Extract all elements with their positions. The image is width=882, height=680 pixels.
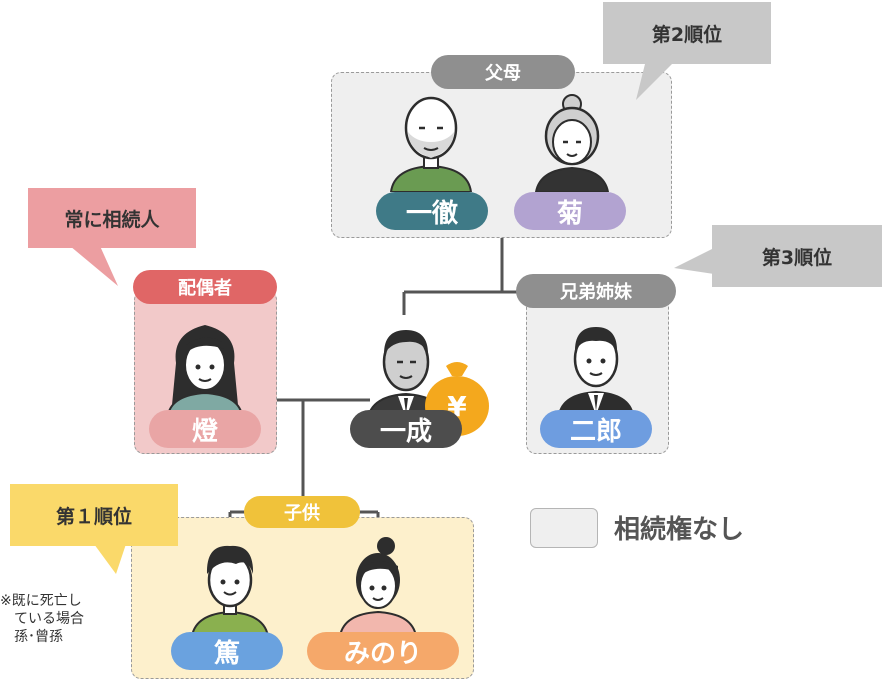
rank2-callout-tail	[636, 60, 676, 100]
rank3-callout-tail	[674, 248, 714, 274]
parents-header: 父母	[431, 55, 575, 89]
spouse-woman-icon	[166, 325, 244, 415]
spouse-header: 配偶者	[133, 270, 277, 304]
daughter-name-pill: みのり	[307, 632, 459, 670]
rank3-callout: 第3順位	[712, 225, 882, 287]
father-name-pill: 一徹	[376, 192, 488, 230]
son-icon	[190, 545, 270, 636]
rank2-text: 第2順位	[651, 23, 723, 46]
always-heir-text: 常に相続人	[64, 208, 160, 231]
mother-elderly-icon	[534, 94, 610, 192]
children-header: 子供	[244, 496, 360, 528]
note-line-1: ※既に死亡し	[0, 593, 82, 609]
rank1-text: 第１順位	[55, 505, 132, 528]
mother-name-pill: 菊	[514, 192, 626, 230]
always-heir-callout: 常に相続人	[28, 188, 196, 248]
rank1-callout: 第１順位	[10, 484, 178, 546]
note-line-3: 孫･曾孫	[0, 629, 63, 645]
sibling-name-pill: 二郎	[540, 410, 652, 448]
legend-label: 相続権なし	[614, 515, 745, 545]
rank3-text: 第3順位	[761, 246, 833, 269]
deceased-name-pill: 一成	[350, 410, 462, 448]
legend-swatch	[530, 508, 598, 548]
rank2-callout: 第2順位	[603, 2, 771, 64]
siblings-header: 兄弟姉妹	[516, 274, 676, 308]
note-line-2: ている場合	[0, 611, 84, 627]
spouse-name-pill: 燈	[149, 410, 261, 448]
grandchildren-note: ※既に死亡し ている場合 孫･曾孫	[0, 592, 84, 646]
father-bald-icon	[389, 96, 473, 192]
always-heir-callout-tail	[70, 246, 118, 286]
sibling-man-icon	[558, 327, 634, 415]
daughter-icon	[338, 537, 418, 636]
son-name-pill: 篤	[171, 632, 283, 670]
rank1-callout-tail	[94, 544, 126, 574]
